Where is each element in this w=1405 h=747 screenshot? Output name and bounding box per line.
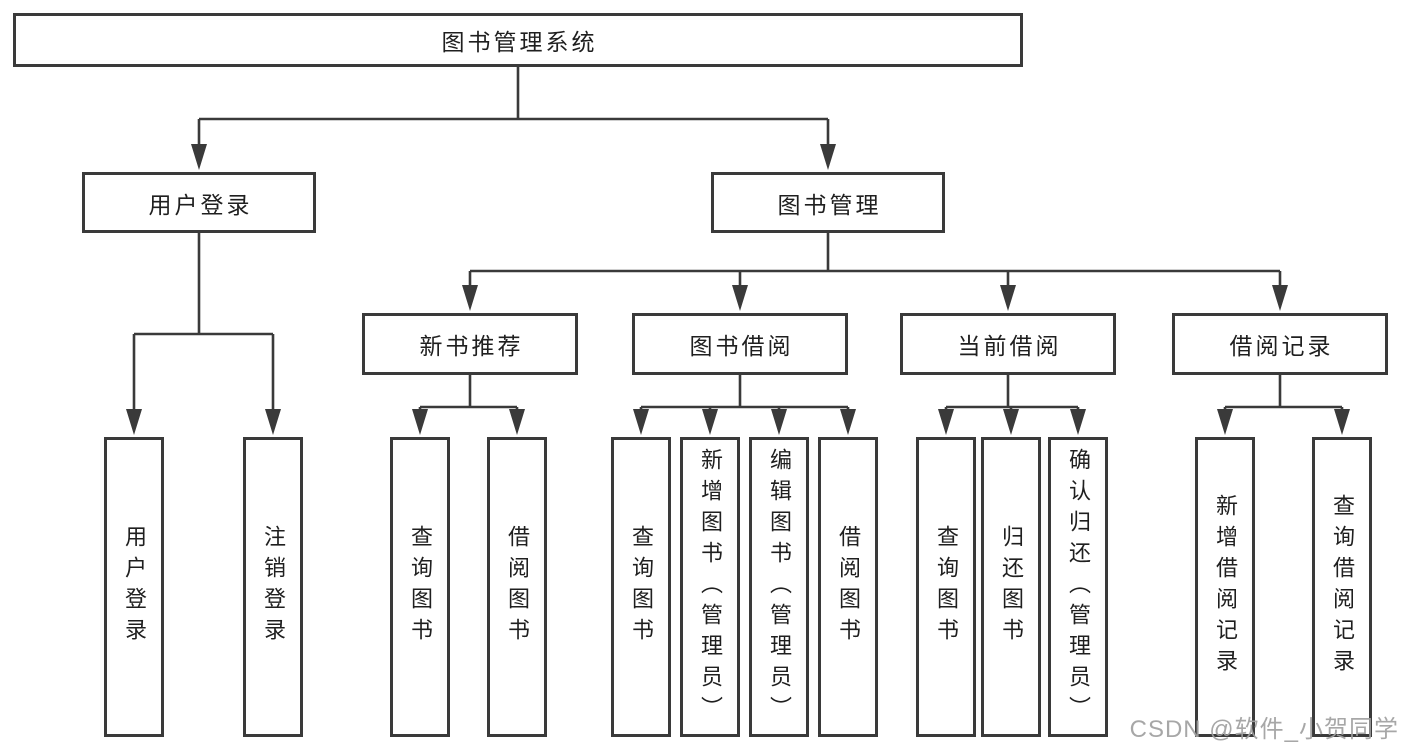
node-book-management: 图书管理 (711, 172, 945, 233)
leaf-records-query-record: 查询借阅记录 (1312, 437, 1372, 737)
node-new-book-recommend: 新书推荐 (362, 313, 578, 375)
node-library-system: 图书管理系统 (13, 13, 1023, 67)
leaf-current-query-books: 查询图书 (916, 437, 976, 737)
node-borrow-records: 借阅记录 (1172, 313, 1388, 375)
leaf-logout: 注销登录 (243, 437, 303, 737)
leaf-recommend-borrow-books: 借阅图书 (487, 437, 547, 737)
node-current-borrow: 当前借阅 (900, 313, 1116, 375)
leaf-current-confirm-return-admin: 确认归还（管理员） (1048, 437, 1108, 737)
leaf-borrow-edit-books-admin: 编辑图书（管理员） (749, 437, 809, 737)
leaf-current-return-books: 归还图书 (981, 437, 1041, 737)
leaf-borrow-query-books: 查询图书 (611, 437, 671, 737)
csdn-watermark: CSDN @软件_小贺同学 (1129, 716, 1399, 743)
leaf-recommend-query-books: 查询图书 (390, 437, 450, 737)
leaf-borrow-borrow-books: 借阅图书 (818, 437, 878, 737)
node-user-login: 用户登录 (82, 172, 316, 233)
leaf-borrow-add-books-admin: 新增图书（管理员） (680, 437, 740, 737)
leaf-records-add-record: 新增借阅记录 (1195, 437, 1255, 737)
leaf-user-login: 用户登录 (104, 437, 164, 737)
arrowheads (126, 144, 1350, 435)
node-book-borrow: 图书借阅 (632, 313, 848, 375)
